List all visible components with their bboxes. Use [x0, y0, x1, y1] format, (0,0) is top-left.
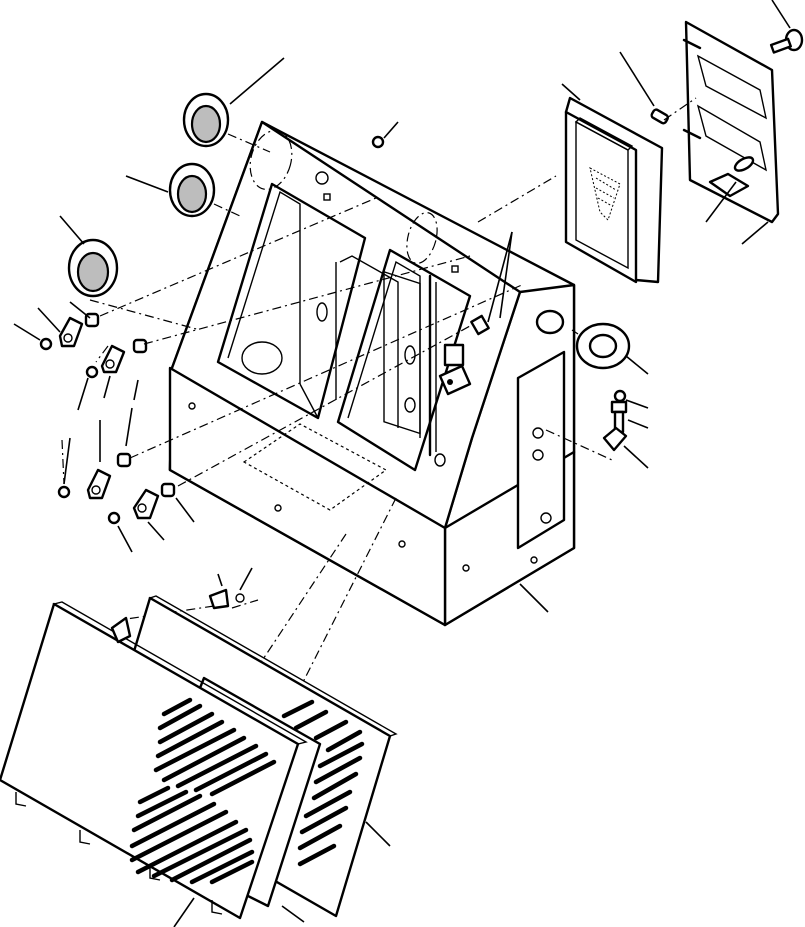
connector-leader [499, 231, 513, 319]
cable-clips [37, 307, 165, 541]
housing-leader [519, 583, 549, 613]
thumb-screw [769, 0, 804, 54]
front-cover-outer [0, 601, 308, 927]
gauge-panel [561, 83, 664, 284]
mounting-bracket [682, 20, 780, 245]
right-grommet [575, 322, 649, 375]
top-grommet-upper [182, 57, 285, 148]
panel-housing [168, 120, 576, 627]
top-grommet-middle [125, 162, 216, 218]
bolts [208, 231, 649, 610]
side-grommet [59, 215, 119, 298]
pin [619, 51, 670, 125]
nuts [13, 121, 649, 553]
spacers [69, 301, 195, 523]
